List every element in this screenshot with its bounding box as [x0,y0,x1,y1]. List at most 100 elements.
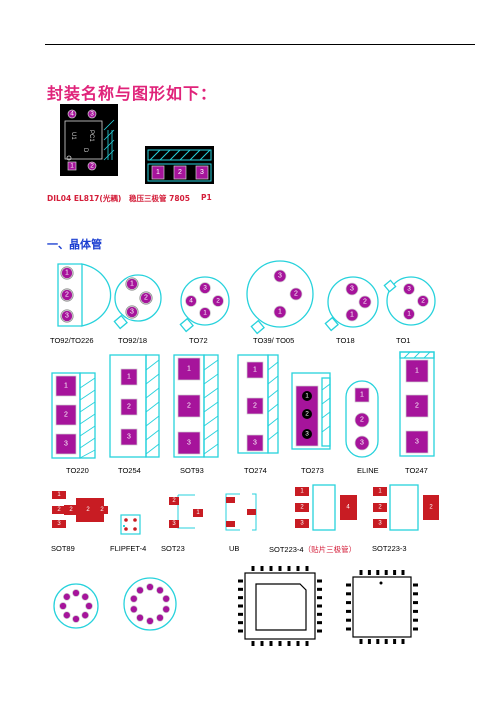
qfn-pad [238,596,243,600]
svg-text:1: 1 [196,510,200,516]
svg-text:2: 2 [253,403,257,410]
qfn-pad [346,618,351,622]
qfn-pad [346,609,351,613]
svg-text:2: 2 [100,507,104,513]
qfn-pad [278,641,282,646]
to273-figure: 1 2 3 [291,372,331,450]
qfn-pad [384,570,388,575]
svg-text:4: 4 [189,298,193,305]
qfn-pad [317,612,322,616]
label-to72: TO72 [189,336,208,345]
round-10pin-figure [123,577,177,631]
qfn-pad [393,570,397,575]
label-to92-to226: TO92/TO226 [50,336,94,345]
svg-text:2: 2 [69,507,73,513]
section-transistors-heading: 一、晶体管 [47,238,102,251]
svg-text:2: 2 [172,498,176,504]
qfn-pad [393,639,397,644]
to92-18-figure: 1 2 3 [113,274,162,330]
svg-text:3: 3 [64,441,68,448]
qfn-pad [413,601,418,605]
qfn-pad [317,587,322,591]
svg-text:1: 1 [187,366,191,373]
svg-text:3: 3 [305,431,309,438]
label-eline: ELINE [357,466,379,475]
to274-figure: 1 2 3 [237,354,279,454]
svg-text:1: 1 [278,309,282,316]
to39-to05-figure: 3 2 1 [246,260,314,335]
svg-text:1: 1 [203,310,207,317]
svg-text:2: 2 [415,403,419,410]
qfn-pad [413,627,418,631]
qfn-pad [305,641,309,646]
svg-text:1: 1 [64,383,68,390]
label-sot223-3: SOT223-3 [372,544,407,553]
qfn-pad [260,641,264,646]
qfn-pad [238,621,243,625]
pad [129,594,138,603]
sot93-figure: 1 2 3 [173,354,219,458]
pad [72,615,80,623]
svg-text:4: 4 [70,111,74,118]
qfn-pad [251,641,255,646]
svg-text:3: 3 [350,286,354,293]
qfn-pad [238,579,243,583]
svg-text:4: 4 [346,505,350,511]
qfn-pad [287,641,291,646]
svg-text:2: 2 [178,169,182,176]
qfn-pad [346,627,351,631]
pad [59,602,67,610]
svg-text:1: 1 [253,367,257,374]
sot223-4-figure: 1 2 3 4 [295,484,357,531]
svg-text:D: D [82,148,88,153]
svg-text:3: 3 [378,521,382,527]
qfn-pad [238,612,243,616]
pad [62,611,71,620]
flipfet4-figure [120,514,141,535]
qfn-pad [413,618,418,622]
pad [129,605,138,614]
svg-text:3: 3 [200,169,204,176]
qfn-pad [413,592,418,596]
qfn-pad [401,639,405,644]
svg-text:3: 3 [187,440,191,447]
label-to1: TO1 [396,336,411,345]
qfn-pad [367,639,371,644]
svg-text:2: 2 [216,298,220,305]
label-sot223-4: SOT223-4（贴片三极管） [269,545,357,554]
svg-text:2: 2 [378,505,382,511]
qfn-pad [305,566,309,571]
qfn-pad [287,566,291,571]
svg-text:3: 3 [203,285,207,292]
smd-note: （贴片三极管） [303,545,357,554]
qfn-pad [317,621,322,625]
svg-text:2: 2 [294,291,298,298]
reg7805-figure: 1 2 3 [145,146,214,184]
to254-figure: 1 2 3 [109,354,160,458]
qfn-pad [238,604,243,608]
svg-text:1: 1 [407,311,411,318]
qfn-pad [238,587,243,591]
qfn-pad [359,570,363,575]
svg-text:2: 2 [57,507,61,513]
qfn-pad [296,641,300,646]
qfn-pad [346,601,351,605]
pad [156,613,164,622]
qfn-pad [317,579,322,583]
to220-figure: 1 2 3 [51,372,96,459]
pad [136,586,144,595]
qfn-chip-figure [346,570,418,644]
round-8pin-figure [53,583,99,629]
to92-to226-figure: 1 2 3 [57,263,112,327]
qfn-pad [367,570,371,575]
ub-figure [225,493,257,531]
svg-text:1: 1 [156,169,160,176]
svg-text:1: 1 [127,374,131,381]
label-sot93: SOT93 [180,466,204,475]
qfn-pad [238,629,243,633]
svg-text:2: 2 [305,411,309,418]
qfn-pad [251,566,255,571]
pad [162,605,171,614]
pad [62,592,71,601]
